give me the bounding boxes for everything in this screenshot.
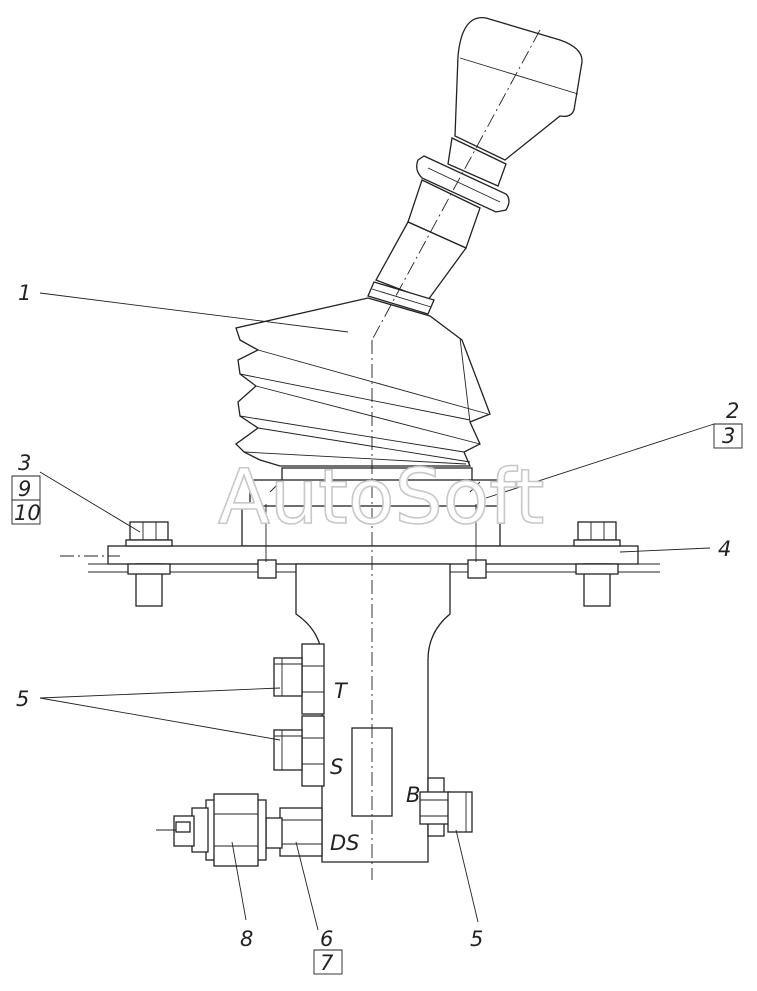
port-label-t: T <box>334 679 349 703</box>
callout-8: 8 <box>240 927 253 951</box>
left-mounting-bolt <box>125 521 173 607</box>
rubber-boot <box>235 297 491 467</box>
right-mounting-bolt <box>573 521 621 607</box>
ds-connector <box>156 793 267 867</box>
housing-screws <box>257 504 487 579</box>
port-t-fitting <box>273 643 325 715</box>
callout-3: 3 <box>18 451 31 475</box>
port-label-b: B <box>406 783 420 807</box>
valve-top-housing <box>241 467 501 547</box>
port-label-s: S <box>330 755 343 779</box>
callout-7: 7 <box>320 951 334 975</box>
port-s-fitting <box>273 715 325 787</box>
callout-1: 1 <box>18 281 31 305</box>
watermark-text: AutoSoft <box>218 452 544 541</box>
callout-10: 10 <box>14 501 41 525</box>
callout-2: 2 <box>726 399 739 423</box>
callout-5-left: 5 <box>16 687 29 711</box>
lever-rod <box>367 179 481 315</box>
callout-boxes <box>11 423 743 975</box>
callout-9: 9 <box>18 477 31 501</box>
callout-6: 6 <box>320 927 333 951</box>
centerline <box>60 29 541 880</box>
callout-5-right: 5 <box>470 927 483 951</box>
port-ds-fitting <box>265 807 323 857</box>
port-b-fitting <box>419 777 473 837</box>
port-label-ds: DS <box>330 831 360 855</box>
callout-4: 4 <box>718 537 731 561</box>
callout-2-sub: 3 <box>722 424 735 448</box>
handle-collar <box>416 137 510 213</box>
handle-knob <box>454 17 583 161</box>
